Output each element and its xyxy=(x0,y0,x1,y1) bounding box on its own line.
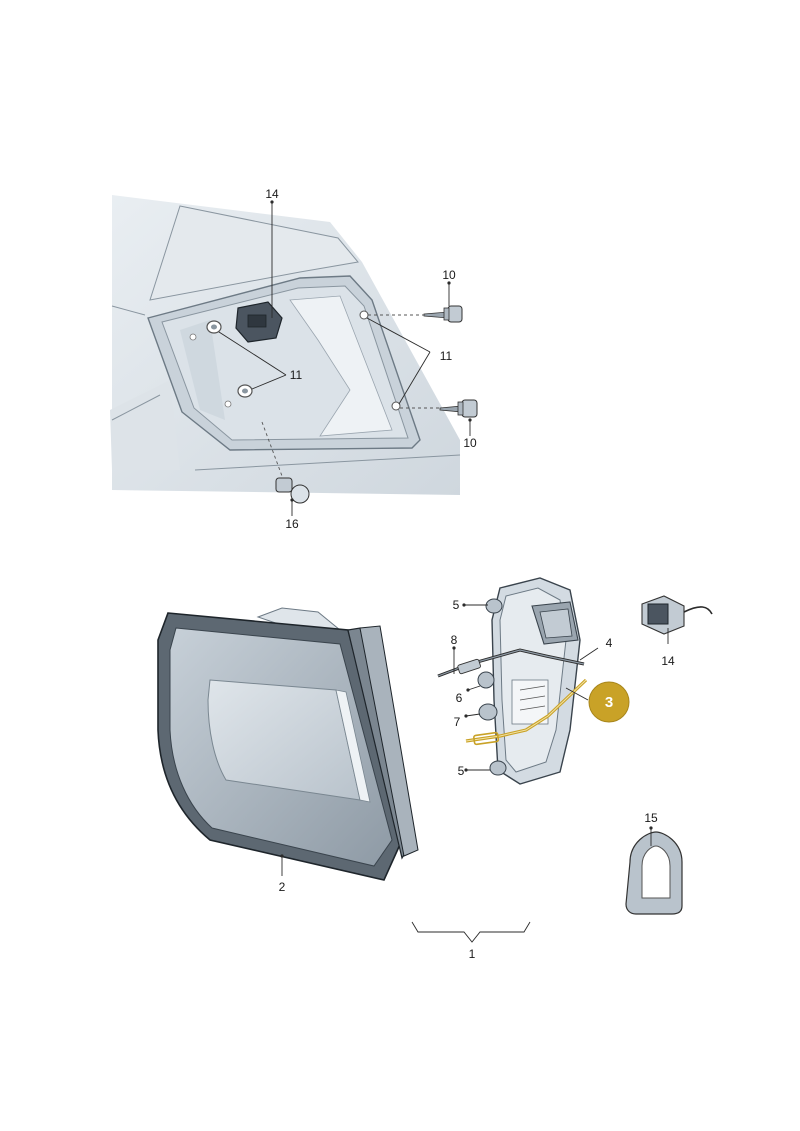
callout-11-left: 11 xyxy=(290,368,303,382)
callout-16: 16 xyxy=(285,517,299,531)
wire-and-bulb-8 xyxy=(437,648,585,678)
callout-5-upper: 5 xyxy=(453,598,460,612)
callout-7: 7 xyxy=(454,715,461,729)
highlighted-part-3 xyxy=(465,678,588,746)
leader-lines-top xyxy=(218,200,472,516)
tail-lamp xyxy=(157,607,419,881)
expanding-rivet xyxy=(275,477,310,504)
callout-4: 4 xyxy=(606,636,613,650)
callout-10-upper: 10 xyxy=(442,268,456,282)
callout-3: 3 xyxy=(605,694,613,711)
bulb-socket-14 xyxy=(641,595,713,635)
callout-11-right: 11 xyxy=(440,349,453,363)
callout-15: 15 xyxy=(644,811,658,825)
leader-lines-bottom xyxy=(280,603,669,943)
callout-14-top: 14 xyxy=(265,187,279,201)
connector-housing-top xyxy=(235,301,283,343)
callout-3-highlight[interactable]: 3 xyxy=(588,681,630,723)
callout-1: 1 xyxy=(469,947,476,961)
seal-15 xyxy=(625,831,683,915)
callout-10-lower: 10 xyxy=(463,436,477,450)
callout-8: 8 xyxy=(451,633,458,647)
callout-14-bottom: 14 xyxy=(661,654,675,668)
clip-nut xyxy=(189,310,401,411)
callout-labels: 14 10 11 11 10 16 5 4 8 6 7 5 14 15 2 1 xyxy=(265,187,675,961)
callout-5-lower: 5 xyxy=(458,764,465,778)
bulb-holder xyxy=(477,577,581,785)
callout-2: 2 xyxy=(279,880,286,894)
callout-6: 6 xyxy=(456,691,463,705)
screw-lower xyxy=(439,399,478,418)
highlight-badge[interactable] xyxy=(588,681,630,723)
screw-upper xyxy=(423,305,463,323)
lamp-cavity-opening xyxy=(147,275,421,451)
